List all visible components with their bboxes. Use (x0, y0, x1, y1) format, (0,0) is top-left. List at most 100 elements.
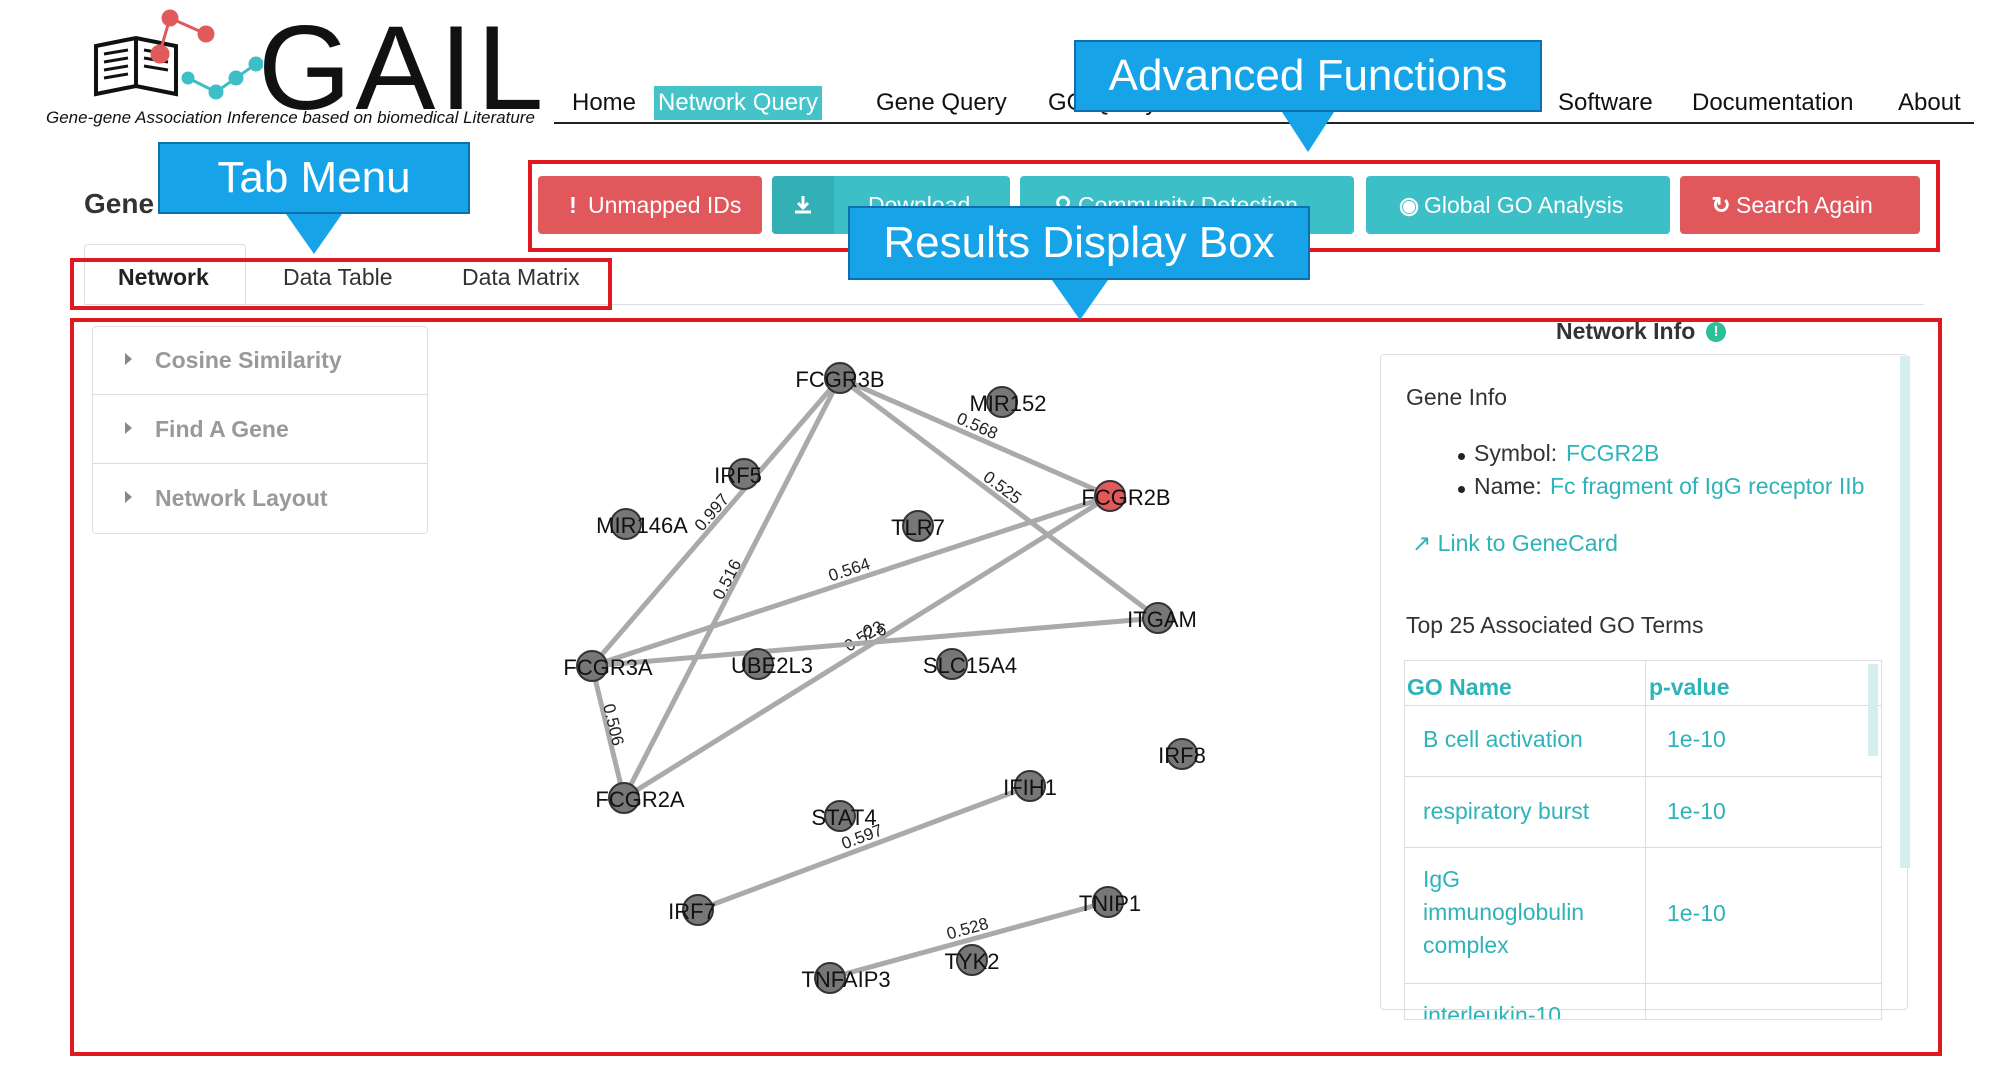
target-icon: ◉ (1398, 192, 1420, 218)
tab-menu-highlight (70, 258, 612, 310)
network-edge-IFIH1-IRF7[interactable] (697, 783, 1031, 913)
info-icon[interactable]: ! (1706, 322, 1726, 342)
go-row-pvalue: 1e-10 (1667, 798, 1726, 824)
callout-results-display-box: Results Display Box (848, 206, 1310, 280)
network-node-irf8[interactable] (1166, 738, 1198, 770)
callout-tab-menu: Tab Menu (158, 142, 470, 214)
nav-home[interactable]: Home (572, 89, 637, 116)
network-node-mir146a[interactable] (610, 508, 642, 540)
network-info-title: Network Info (1556, 318, 1696, 344)
genecard-link[interactable]: ↗ Link to GeneCard (1412, 530, 1618, 557)
panel-scrollbar[interactable] (1900, 356, 1910, 868)
network-node-itgam[interactable] (1142, 602, 1174, 634)
network-node-irf7[interactable] (682, 894, 714, 926)
network-node-tnip1[interactable] (1092, 886, 1124, 918)
tab-network[interactable] (84, 244, 246, 304)
search-again-button[interactable]: ↻Search Again (1680, 176, 1920, 234)
network-edge-FCGR2B-FCGR2A[interactable] (622, 493, 1112, 801)
row-divider (1405, 705, 1881, 706)
network-node-label: FCGR3B (795, 367, 884, 392)
network-node-label: STAT4 (811, 805, 876, 830)
network-node-label: FCGR2A (595, 787, 685, 812)
network-node-label: UBE2L3 (731, 653, 813, 678)
edge-weight-label: 0.6 (862, 620, 887, 641)
tab-network-label[interactable]: Network (118, 264, 209, 290)
network-node-tlr7[interactable] (902, 510, 934, 542)
bullet (1458, 486, 1465, 493)
network-node-label: IRF8 (1158, 743, 1206, 768)
symbol-value: FCGR2B (1566, 440, 1660, 466)
caret-right-icon (125, 422, 132, 434)
network-node-fcgr2b[interactable] (1094, 480, 1126, 512)
network-node-stat4[interactable] (824, 800, 856, 832)
tabs-divider (84, 304, 1924, 305)
exclamation-icon: ! (569, 192, 577, 218)
genecard-link-label: Link to GeneCard (1437, 530, 1618, 556)
network-edge-FCGR3B-FCGR2A[interactable] (621, 376, 843, 800)
nav-gene-query[interactable]: Gene Query (876, 89, 1007, 116)
search-again-label: Search Again (1736, 192, 1873, 218)
network-node-tnfaip3[interactable] (814, 962, 846, 994)
network-node-fcgr2a[interactable] (608, 782, 640, 814)
column-divider (1645, 661, 1646, 1019)
network-node-fcgr3b[interactable] (824, 362, 856, 394)
callout-arrow (286, 214, 342, 254)
accordion-label: Find A Gene (155, 416, 289, 442)
go-row-name: B cell activation (1423, 726, 1583, 752)
network-node-ifih1[interactable] (1014, 770, 1046, 802)
network-node-label: MIR152 (969, 391, 1046, 416)
network-node-irf5[interactable] (728, 458, 760, 490)
tab-data-matrix[interactable]: Data Matrix (462, 264, 580, 290)
nav-software[interactable]: Software (1558, 89, 1653, 116)
go-terms-table: GO Name p-value B cell activation 1e-10 … (1404, 660, 1882, 1020)
go-name-header[interactable]: GO Name (1407, 674, 1512, 700)
network-node-label: TYK2 (944, 949, 999, 974)
network-node-ube2l3[interactable] (742, 648, 774, 680)
network-node-fcgr3a[interactable] (576, 650, 608, 682)
accordion-label: Network Layout (155, 485, 328, 511)
nav-network-query[interactable]: Network Query (654, 86, 823, 120)
network-node-mir152[interactable] (986, 386, 1018, 418)
go-row-pvalue: 1e-10 (1667, 726, 1726, 752)
network-node-label: ITGAM (1127, 607, 1197, 632)
unmapped-ids-label: Unmapped IDs (588, 192, 742, 218)
row-divider (1405, 847, 1881, 848)
table-scrollbar[interactable] (1868, 664, 1878, 756)
gail-logo-icon (94, 9, 263, 100)
network-edge-TNIP1-TNFAIP3[interactable] (829, 899, 1109, 981)
gene-info-heading: Gene Info (1406, 384, 1508, 410)
network-edge-FCGR3A-FCGR2A[interactable] (589, 665, 627, 799)
network-edge-FCGR2B-FCGR3A[interactable] (591, 493, 1111, 669)
network-node-slc15a4[interactable] (936, 648, 968, 680)
global-go-analysis-button[interactable]: ◉Global GO Analysis (1366, 176, 1670, 234)
accordion-find-a-gene[interactable]: Find A Gene (93, 396, 427, 464)
network-node-label: IRF5 (714, 463, 762, 488)
accordion-network-layout[interactable]: Network Layout (93, 465, 427, 533)
network-edge-FCGR3B-ITGAM[interactable] (838, 376, 1160, 620)
external-link-icon: ↗ (1412, 530, 1432, 556)
network-node-label: MIR146A (596, 513, 688, 538)
network-edge-FCGR3A-ITGAM[interactable] (591, 615, 1159, 669)
network-edge-FCGR3B-FCGR2B[interactable] (838, 375, 1112, 499)
nav-about[interactable]: About (1898, 89, 1961, 116)
callout-arrow (1052, 280, 1108, 320)
name-value: Fc fragment of IgG receptor IIb (1550, 473, 1865, 499)
p-value-header[interactable]: p-value (1649, 674, 1730, 700)
nav-documentation[interactable]: Documentation (1692, 89, 1854, 116)
tab-data-table[interactable]: Data Table (283, 264, 393, 290)
unmapped-ids-button[interactable]: ! Unmapped IDs (538, 176, 762, 234)
network-node-label: TNFAIP3 (801, 967, 890, 992)
callout-arrow (1282, 112, 1334, 152)
go-row-name: respiratory burst (1423, 798, 1590, 824)
options-accordion: Cosine Similarity Find A Gene Network La… (92, 326, 428, 534)
global-go-analysis-label: Global GO Analysis (1424, 192, 1624, 218)
network-node-label: IFIH1 (1003, 775, 1057, 800)
network-edge-FCGR3B-FCGR3A[interactable] (590, 376, 842, 668)
network-node-tyk2[interactable] (956, 944, 988, 976)
accordion-label: Cosine Similarity (155, 347, 342, 373)
go-row-pvalue: 1e-10 (1667, 900, 1726, 926)
network-node-label: TNIP1 (1079, 891, 1141, 916)
accordion-cosine-similarity[interactable]: Cosine Similarity (93, 327, 427, 395)
network-node-label: SLC15A4 (923, 653, 1017, 678)
